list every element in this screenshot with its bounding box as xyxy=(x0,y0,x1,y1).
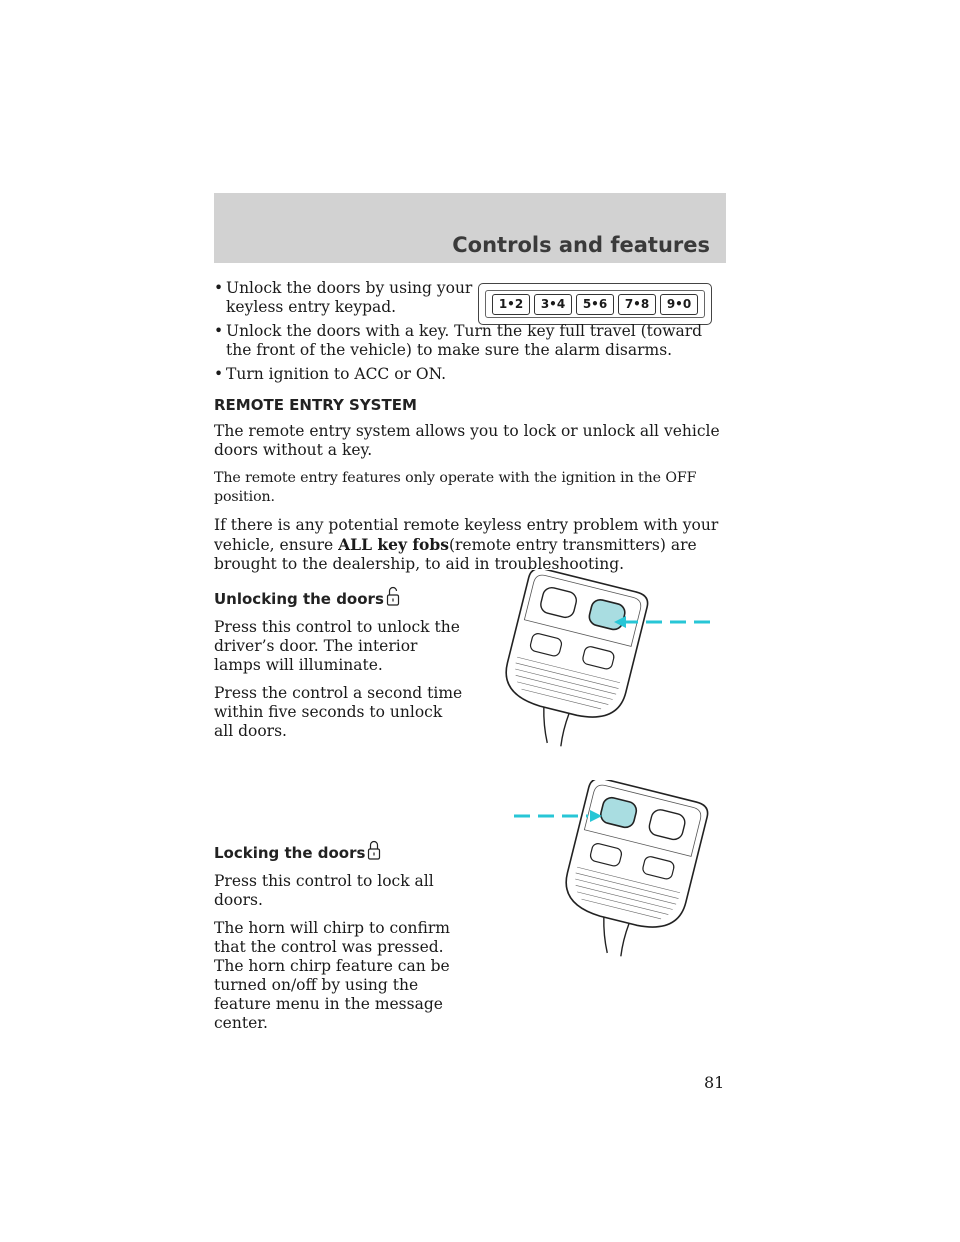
header-band: Controls and features xyxy=(214,193,726,263)
heading-text: Locking the doors xyxy=(214,844,366,862)
paragraph-text: If there is any potential remote keyless… xyxy=(214,516,719,554)
heading-text: Unlocking the doors xyxy=(214,590,384,608)
bullet-item: Unlock the doors with a key. Turn the ke… xyxy=(214,322,726,360)
paragraph: Press this control to unlock the driver’… xyxy=(214,618,460,674)
bullet-item: Unlock the doors by using your keyless e… xyxy=(214,279,726,317)
page-content: Unlock the doors by using your keyless e… xyxy=(214,279,726,1042)
paragraph: The remote entry system allows you to lo… xyxy=(214,422,720,459)
bullet-item: Turn ignition to ACC or ON. xyxy=(214,365,726,384)
locking-heading: Locking the doors xyxy=(214,840,726,865)
section-title: Controls and features xyxy=(452,233,710,257)
unlocking-heading: Unlocking the doors xyxy=(214,586,726,611)
arrow-head xyxy=(614,616,626,628)
arrow-head xyxy=(590,810,602,822)
lock-icon xyxy=(367,840,381,865)
page-number: 81 xyxy=(704,1073,725,1092)
key-fob-unlock-illustration xyxy=(505,570,710,747)
unlock-icon xyxy=(386,586,400,611)
lock-button-highlight xyxy=(600,796,638,829)
paragraph: The horn will chirp to confirm that the … xyxy=(214,919,450,1032)
paragraph: The remote entry features only operate w… xyxy=(214,470,697,505)
key-fob-lock-illustration xyxy=(514,780,709,957)
paragraph-text: (remote entry transmitters) are brought … xyxy=(214,536,697,573)
bullet-text: Turn ignition to ACC or ON. xyxy=(226,365,447,383)
paragraph: Press this control to lock all doors. xyxy=(214,872,434,909)
remote-entry-heading: REMOTE ENTRY SYSTEM xyxy=(214,396,417,414)
bold-text: ALL key fobs xyxy=(338,535,449,554)
bullet-text: Unlock the doors with a key. Turn the ke… xyxy=(226,322,703,359)
bullet-text: Unlock the doors by using your keyless e… xyxy=(226,279,473,316)
paragraph: If there is any potential remote keyless… xyxy=(214,516,726,574)
paragraph: Press the control a second time within f… xyxy=(214,684,463,740)
